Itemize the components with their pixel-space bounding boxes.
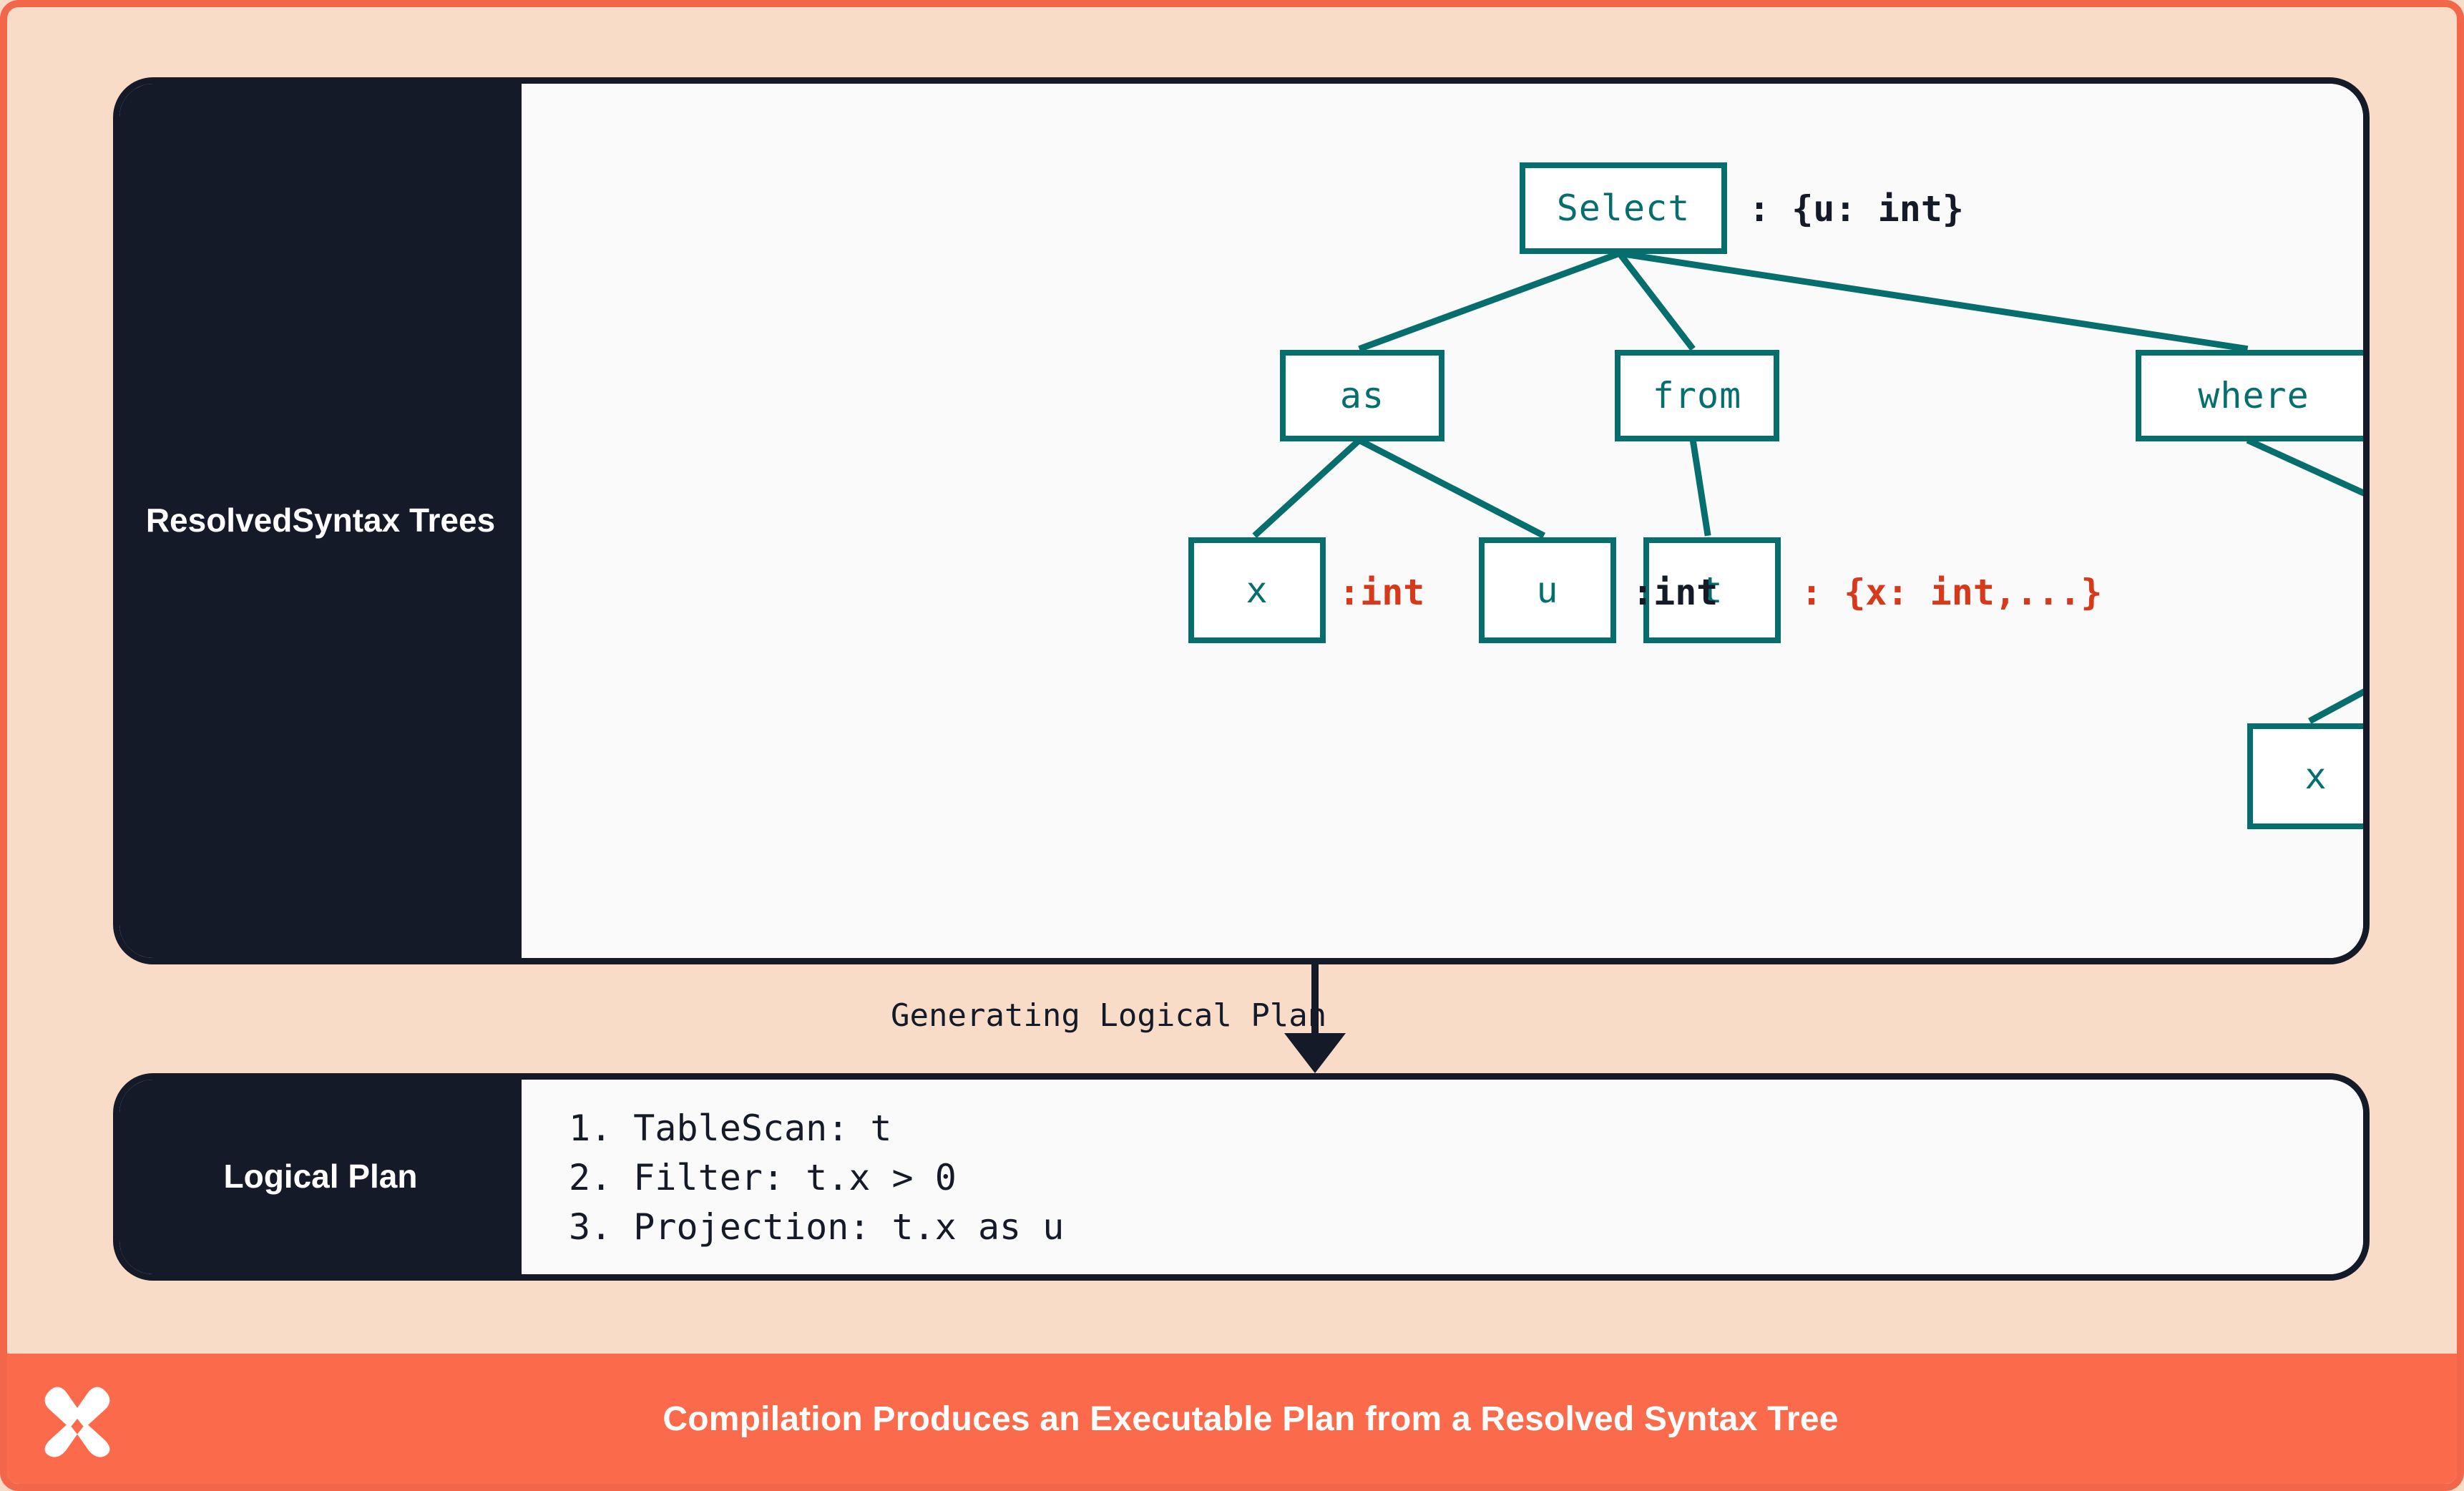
downward-arrow-icon <box>1284 964 1346 1073</box>
tree-node-from: from <box>1615 350 1779 441</box>
tree-node-where: where <box>2136 350 2363 441</box>
type-annotation-ann-from-t: : {x: int,...} <box>1801 572 2103 613</box>
resolved-syntax-trees-label-line-1: Syntax Trees <box>292 502 496 539</box>
footer-title: Compilation Produces an Executable Plan … <box>663 1399 1839 1438</box>
transition-label: Generating Logical Plan <box>891 997 1327 1034</box>
type-annotation-ann-select: : {u: int} <box>1749 188 1965 230</box>
logical-plan-step-2: 2. Filter: t.x > 0 <box>569 1157 957 1198</box>
tree-edge-from-to-from-t <box>1689 439 1711 537</box>
tree-edge-gt-to-gt-x <box>2308 688 2363 724</box>
logical-plan-label: Logical Plan <box>119 1080 522 1274</box>
resolved-syntax-trees-label-line-0: Resolved <box>145 502 293 539</box>
logical-plan-card: Logical Plan 1. TableScan: t 2. Filter: t… <box>113 1073 2370 1281</box>
tree-edge-where-to-gt <box>2246 437 2363 497</box>
transition-arrow-area: Generating Logical Plan <box>113 964 2370 1073</box>
tree-node-as-x: x <box>1188 537 1326 643</box>
tree-node-from-t: t <box>1643 537 1781 643</box>
tree-node-gt-x: x <box>2247 723 2363 829</box>
tree-edge-select-to-as <box>1358 250 1621 352</box>
tree-edge-select-to-from <box>1617 251 1696 351</box>
logical-plan-body: 1. TableScan: t 2. Filter: t.x > 0 3. Proj… <box>522 1080 2363 1274</box>
butterfly-x-logo-icon <box>44 1387 110 1457</box>
tree-node-as-u: u <box>1479 537 1616 643</box>
tree-node-select: Select <box>1520 162 1727 254</box>
logical-plan-steps: 1. TableScan: t 2. Filter: t.x > 0 3. Proj… <box>569 1104 1064 1252</box>
tree-edge-as-to-as-u <box>1357 437 1546 539</box>
syntax-tree-edges <box>1252 250 2363 724</box>
tree-edge-select-to-where <box>1618 250 2249 353</box>
type-annotation-ann-as-u: :int <box>1632 572 1719 613</box>
logical-plan-step-3: 3. Projection: t.x as u <box>569 1206 1065 1248</box>
type-annotation-ann-as-x: :int <box>1339 572 1425 613</box>
footer-bar: Compilation Produces an Executable Plan … <box>7 1354 2457 1484</box>
tree-node-as: as <box>1280 350 1444 441</box>
logical-plan-step-1: 1. TableScan: t <box>569 1108 892 1149</box>
tree-edge-as-to-as-x <box>1252 437 1361 539</box>
